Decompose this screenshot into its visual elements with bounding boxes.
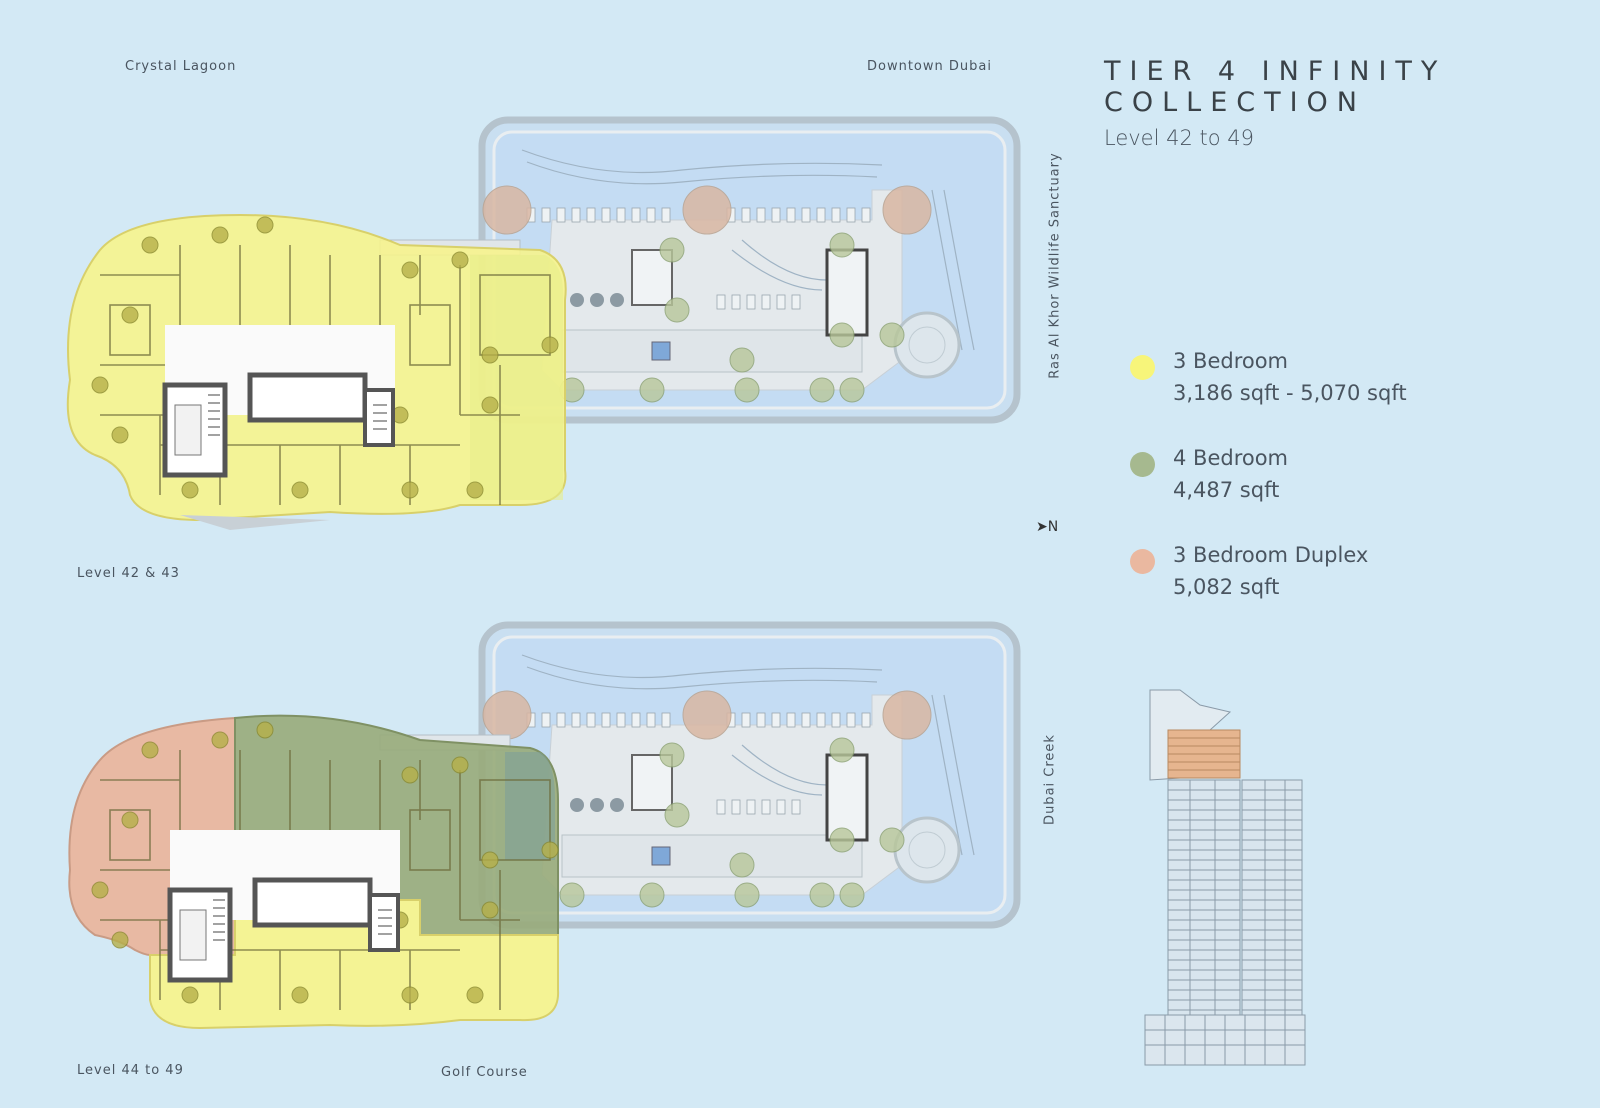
plan-label-lower: Level 44 to 49 <box>77 1063 184 1078</box>
orientation-label-right-lower: Dubai Creek <box>1042 734 1058 825</box>
legend-swatch-yellow <box>1130 355 1155 380</box>
orientation-label-top-right: Downtown Dubai <box>867 59 992 74</box>
legend-swatch-orange <box>1130 549 1155 574</box>
tower-elevation <box>1144 689 1306 1066</box>
page-subtitle: Level 42 to 49 <box>1104 126 1254 150</box>
orientation-label-bottom: Golf Course <box>441 1065 528 1080</box>
north-arrow-icon: ➤ <box>1036 519 1048 535</box>
plan-label-upper: Level 42 & 43 <box>77 566 180 581</box>
page-title: TIER 4 INFINITY COLLECTION <box>1104 56 1447 118</box>
orientation-label-top: Crystal Lagoon <box>125 59 237 74</box>
orientation-label-right-upper: Ras Al Khor Wildlife Sanctuary <box>1047 152 1063 379</box>
floor-plan-level-42-43 <box>66 120 1017 530</box>
floor-plan-level-44-49 <box>68 625 1017 1030</box>
legend-swatch-green <box>1130 452 1155 477</box>
north-indicator: ➤N <box>1036 519 1059 535</box>
